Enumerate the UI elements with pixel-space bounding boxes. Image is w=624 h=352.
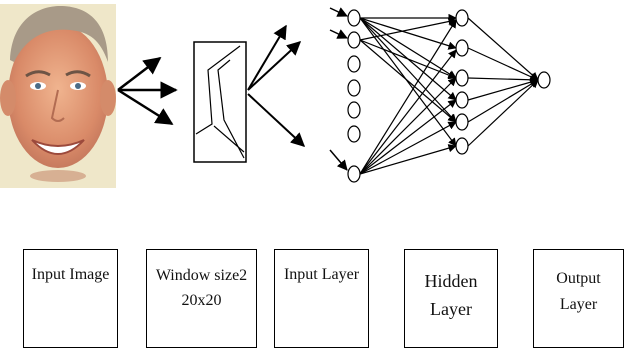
hidden-neuron <box>455 39 469 57</box>
output-neuron <box>537 71 551 89</box>
input-neuron <box>347 31 361 49</box>
window-box <box>193 41 247 163</box>
input-image-label: Input Image <box>23 249 118 348</box>
hidden-neuron <box>455 91 469 109</box>
image-to-window-arrows <box>117 56 178 126</box>
hidden-neuron <box>455 9 469 27</box>
output-layer-label: Output Layer <box>533 249 624 348</box>
hidden-layer-label: Hidden Layer <box>404 249 498 348</box>
input-hidden-connections <box>359 13 457 175</box>
input-neuron <box>347 165 361 183</box>
hidden-neuron <box>455 69 469 87</box>
input-neuron <box>347 79 361 97</box>
hidden-neuron <box>455 137 469 155</box>
hidden-output-connections <box>467 17 539 147</box>
hidden-layer-neurons <box>455 9 469 155</box>
input-layer-neurons <box>347 9 361 183</box>
hidden-neuron <box>455 113 469 131</box>
input-feed-arrows <box>329 7 348 171</box>
window-to-input-arrows <box>247 24 306 147</box>
input-neuron <box>347 55 361 73</box>
input-neuron <box>347 101 361 119</box>
input-layer-label: Input Layer <box>274 249 369 348</box>
window-size-label: Window size2 20x20 <box>146 249 257 348</box>
input-neuron <box>347 125 361 143</box>
input-neuron <box>347 9 361 27</box>
face-photo <box>0 4 116 188</box>
